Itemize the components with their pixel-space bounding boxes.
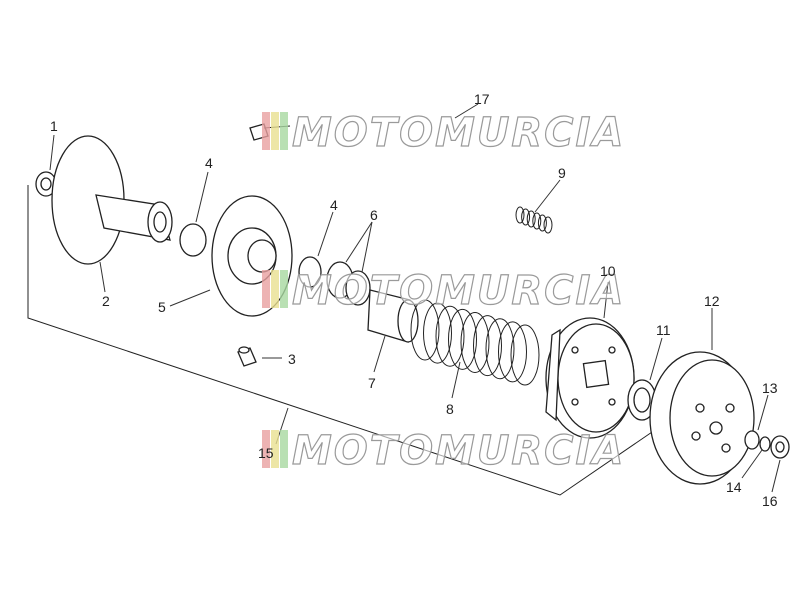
watermark-group: MOTOMURCIA MOTOMURCIA MOTOMURCIA: [262, 109, 625, 475]
callout-5: 5: [158, 299, 166, 315]
callout-7: 7: [368, 375, 376, 391]
spring-coil: [485, 318, 515, 380]
spring-coil: [460, 312, 490, 373]
part-8-spring: [410, 299, 540, 386]
callout-14: 14: [726, 479, 742, 495]
spring-coil: [498, 321, 527, 383]
watermark-stripe: [271, 430, 279, 468]
spring-coil: [435, 305, 465, 367]
spring-coil: [543, 216, 553, 234]
watermark-stripe: [262, 430, 270, 468]
watermark-text: MOTOMURCIA: [292, 428, 625, 474]
spring-coil: [448, 308, 477, 370]
watermark-text: MOTOMURCIA: [292, 268, 625, 314]
callout-3: 3: [288, 351, 296, 367]
part-3-fitting: [237, 346, 257, 367]
part-9-small-spring: [515, 206, 553, 234]
part-16-nut: [770, 435, 790, 459]
watermark-stripe: [280, 430, 288, 468]
callout-4a: 4: [205, 155, 213, 171]
watermark-stripe: [262, 112, 270, 150]
watermark-stripe: [271, 270, 279, 308]
leader-lines: [49, 103, 781, 493]
spring-coil: [521, 208, 531, 226]
spring-coil: [532, 212, 542, 230]
callout-9: 9: [558, 165, 566, 181]
spring-coil: [410, 299, 440, 361]
callout-labels: 1 2 3 4 4 5 6 7 8 9 10 11 12 13 14 15 16…: [50, 91, 778, 509]
part-13-washer: [744, 430, 760, 450]
spring-coil: [473, 315, 502, 377]
part-6-rings: [326, 261, 371, 306]
spring-coil: [515, 206, 525, 224]
callout-8: 8: [446, 401, 454, 417]
part-4-oring-right: [298, 256, 322, 288]
watermark-stripe: [280, 270, 288, 308]
watermark-stripe: [280, 112, 288, 150]
part-11-spacer: [627, 379, 657, 421]
callout-2: 2: [102, 293, 110, 309]
callout-10: 10: [600, 263, 616, 279]
callout-1: 1: [50, 118, 58, 134]
callout-15: 15: [258, 445, 274, 461]
part-12-clutch-bell: [649, 351, 755, 485]
part-14-washer: [759, 436, 771, 452]
watermark-stripe: [271, 112, 279, 150]
part-10-clutch-shoes: [545, 317, 635, 439]
watermark-text: MOTOMURCIA: [292, 110, 625, 156]
part-4-oring-left: [179, 223, 207, 257]
part-2-fixed-pulley: [51, 135, 173, 265]
callout-12: 12: [704, 293, 720, 309]
callout-17: 17: [474, 91, 490, 107]
callout-13: 13: [762, 380, 778, 396]
watermark-stripe: [262, 270, 270, 308]
spring-coil: [510, 324, 540, 386]
spring-coil: [537, 214, 547, 232]
callout-11: 11: [656, 322, 671, 338]
callout-6: 6: [370, 207, 378, 223]
spring-coil: [423, 302, 452, 364]
part-7-sleeve: [367, 289, 419, 343]
callout-4b: 4: [330, 197, 338, 213]
assembly-bracket-line: [27, 185, 656, 496]
callout-16: 16: [762, 493, 778, 509]
spring-coil: [526, 210, 536, 228]
